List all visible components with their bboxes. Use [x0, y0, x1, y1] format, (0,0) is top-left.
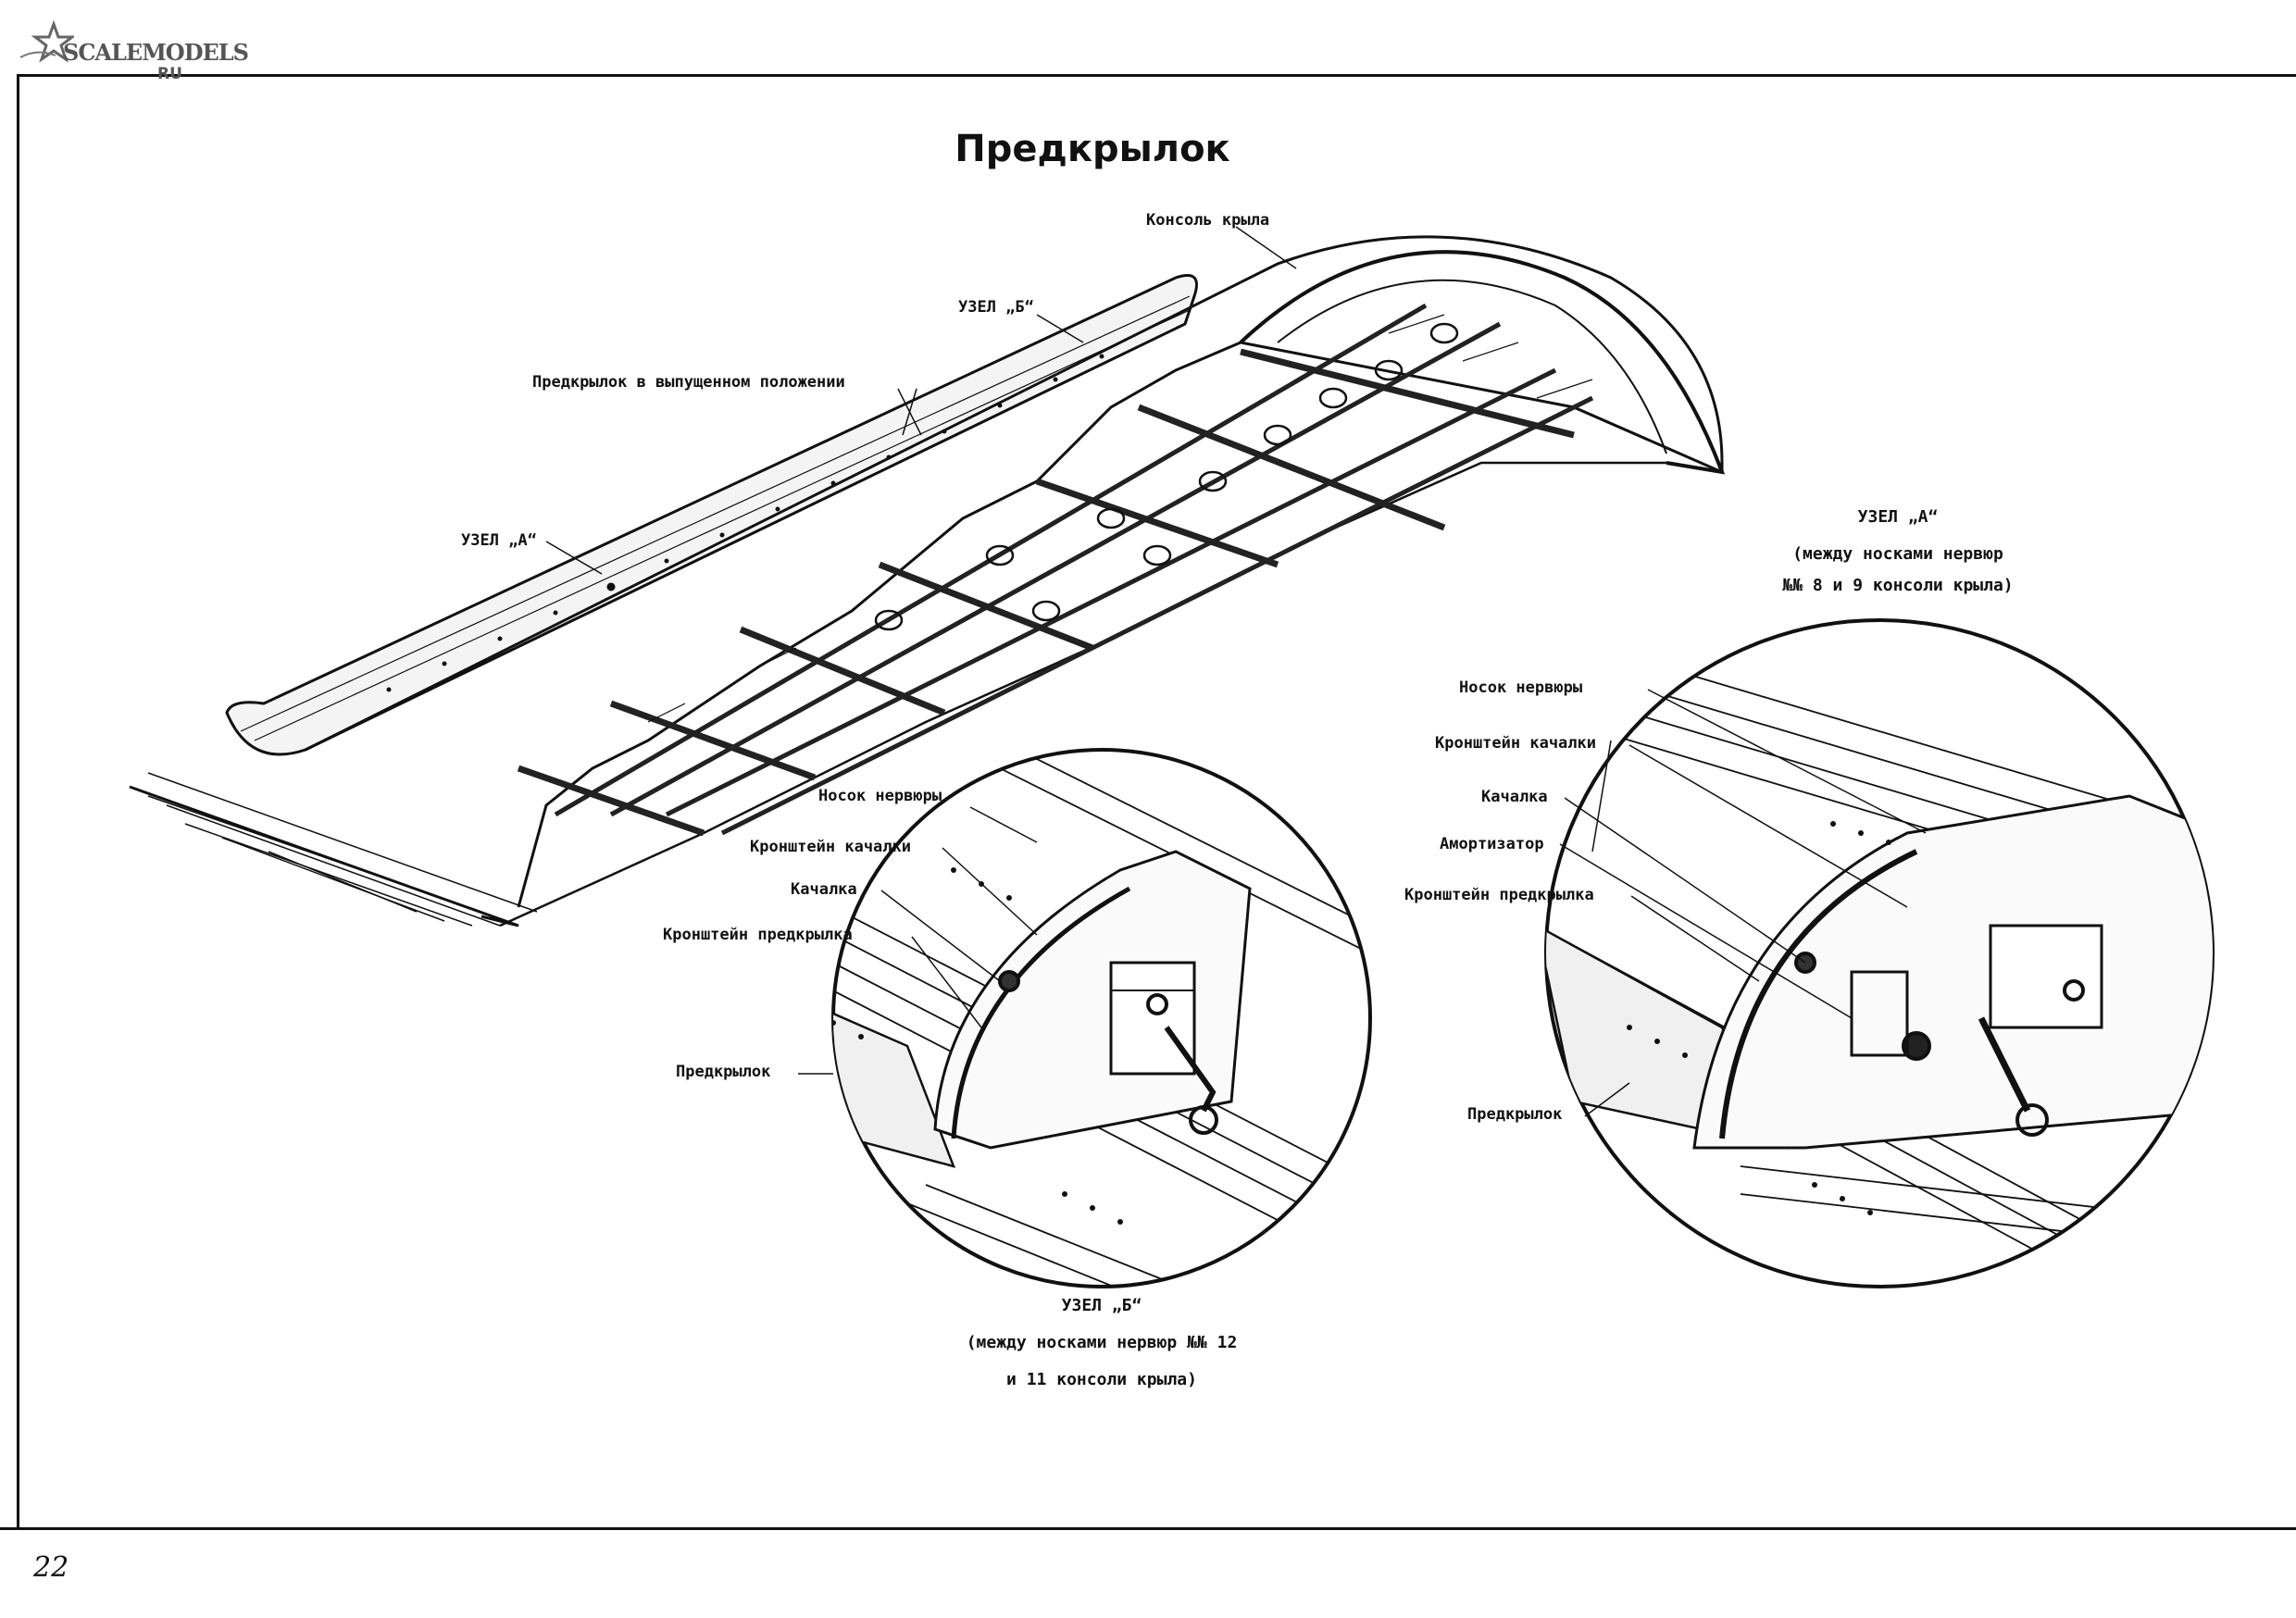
- caption-b-line3: и 11 консоли крыла): [1006, 1370, 1197, 1389]
- label-node-a-marker: УЗЕЛ „А“: [461, 531, 537, 550]
- label-a-rocker-bracket: Кронштейн качалки: [1435, 734, 1596, 753]
- page-number: 22: [33, 1551, 69, 1584]
- label-wing-console: Консоль крыла: [1146, 211, 1270, 230]
- frame-bottom-line: [0, 1527, 2296, 1530]
- caption-b-line2: (между носками нервюр №№ 12: [966, 1333, 1238, 1352]
- wing-console-drawing: [129, 226, 1726, 927]
- label-a-shock-absorber: Амортизатор: [1440, 835, 1544, 853]
- caption-a-line1: УЗЕЛ „А“: [1857, 507, 1939, 527]
- detail-circle-node-a: [1544, 618, 2215, 1288]
- logo-tld-text: RU: [157, 65, 182, 83]
- label-slat-extended: Предкрылок в выпущенном положении: [532, 373, 845, 392]
- label-a-rocker: Качалка: [1481, 788, 1548, 806]
- label-b-rocker: Качалка: [791, 880, 857, 899]
- detail-circle-node-b: [798, 748, 1372, 1288]
- logo-brand-text: SCALEMODELS: [63, 39, 249, 66]
- label-node-b-marker: УЗЕЛ „Б“: [958, 298, 1034, 317]
- label-a-rib-nose: Носок нервюры: [1459, 678, 1583, 697]
- label-b-rocker-bracket: Кронштейн качалки: [750, 838, 911, 856]
- caption-a-line3: №№ 8 и 9 консоли крыла): [1782, 576, 2014, 595]
- label-b-slat: Предкрылок: [676, 1063, 771, 1081]
- label-b-rib-nose: Носок нервюры: [818, 787, 942, 805]
- label-a-slat: Предкрылок: [1467, 1105, 1563, 1124]
- label-b-slat-bracket: Кронштейн предкрылка: [663, 926, 853, 944]
- frame-left-line: [17, 74, 19, 1527]
- caption-b-line1: УЗЕЛ „Б“: [1061, 1296, 1142, 1315]
- label-a-slat-bracket: Кронштейн предкрылка: [1404, 886, 1594, 904]
- site-logo: SCALEMODELS RU: [19, 19, 249, 83]
- caption-a-line2: (между носками нервюр: [1792, 544, 2003, 564]
- page-title: Предкрылок: [955, 128, 1230, 170]
- frame-top-line: [19, 74, 2296, 77]
- star-emblem-icon: [19, 19, 77, 63]
